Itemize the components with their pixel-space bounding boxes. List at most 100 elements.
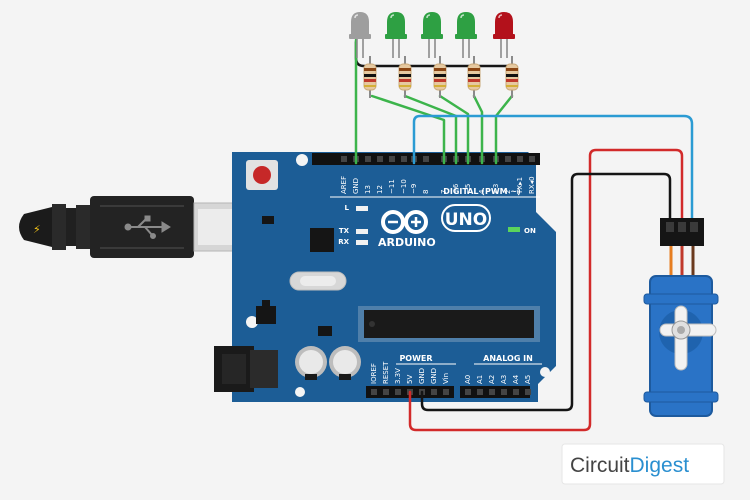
digital-pin-label: RX◂0 (528, 176, 536, 194)
power-pin-label: GND (418, 368, 426, 384)
digital-pin-label: TX▸1 (516, 177, 524, 195)
power-pin-label: GND (430, 368, 438, 384)
analog-pin-hole (465, 389, 471, 395)
label-on: ON (524, 227, 536, 235)
svg-text:CircuitDigest: CircuitDigest (570, 454, 689, 477)
model-text: UNO (445, 210, 487, 230)
wire-green-7 (370, 94, 446, 165)
digital-pin-hole (389, 156, 395, 162)
digital-pin-hole (529, 156, 535, 162)
power-title: POWER (399, 354, 432, 363)
led (349, 12, 371, 58)
led (493, 12, 515, 58)
digital-pin-hole (423, 156, 429, 162)
power-pin-label: IOREF (370, 363, 378, 384)
resistor (363, 56, 377, 98)
capacitor (295, 346, 327, 380)
power-pin-label: RESET (382, 361, 390, 384)
analog-pin-label: A3 (500, 375, 508, 384)
power-pin-label: Vin (442, 373, 450, 384)
digital-pin-label: AREF (340, 176, 348, 194)
mounting-hole (296, 154, 308, 166)
analog-pin-label: A5 (524, 375, 532, 384)
power-pin-label: 3.3V (394, 368, 402, 384)
analog-pin-label: A4 (512, 374, 520, 384)
digital-title: DIGITAL (PWM ~) (443, 187, 521, 196)
wire-blue-signal (412, 114, 694, 224)
usb-icon (124, 215, 171, 239)
digital-pin-label: GND (352, 178, 360, 194)
label-l: L (345, 204, 350, 212)
digital-pin-label: ~11 (388, 179, 396, 194)
brand-text: ARDUINO (378, 236, 436, 249)
digital-pin-label: ~6 (452, 183, 460, 194)
wire-black-gnd (420, 172, 672, 412)
analog-pin-hole (477, 389, 483, 395)
logo-part2: Digest (630, 454, 690, 477)
analog-pin-label: A1 (476, 375, 484, 384)
label-rx: RX (338, 238, 349, 246)
arduino-logo-icon (381, 210, 428, 234)
led-l (356, 206, 368, 211)
led (455, 12, 477, 58)
resistor (505, 56, 519, 98)
digital-pin-hole (505, 156, 511, 162)
power-pin-hole (395, 389, 401, 395)
power-pin-hole (431, 389, 437, 395)
usb-chip (310, 228, 334, 252)
power-pin-hole (371, 389, 377, 395)
power-pin-label: 5V (406, 375, 414, 384)
digital-pin-label: ~9 (410, 184, 418, 194)
led (385, 12, 407, 58)
analog-pin-label: A2 (488, 375, 496, 384)
digital-pin-label: 12 (376, 185, 384, 194)
wire-green-5 (438, 94, 470, 165)
regulator (256, 306, 276, 324)
digital-pin-hole (401, 156, 407, 162)
digital-pin-label: ~10 (400, 179, 408, 194)
logo-part1: Circuit (570, 454, 630, 477)
mounting-hole (540, 367, 550, 377)
led (421, 12, 443, 58)
digital-pin-hole (517, 156, 523, 162)
wire-led-ground-bus (354, 40, 510, 80)
digital-pin-label: 8 (422, 190, 430, 194)
power-pin-hole (443, 389, 449, 395)
digital-pin-label: 7 (440, 190, 448, 194)
capacitor (329, 346, 361, 380)
circuitdigest-logo: CircuitDigest (561, 443, 725, 485)
digital-pin-hole (341, 156, 347, 162)
led-rx (356, 240, 368, 245)
analog-pin-hole (489, 389, 495, 395)
digital-pin-label: ~3 (492, 184, 500, 194)
digital-pin-hole (377, 156, 383, 162)
resistor (398, 56, 412, 98)
label-tx: TX (339, 227, 350, 235)
reset-button (246, 160, 278, 190)
led-on (508, 227, 520, 232)
arduino-board: L TX RX ON ARDUINO UNO DIGITAL (PWM ~) P… (232, 152, 556, 402)
digital-pin-label: 13 (364, 185, 372, 194)
svg-text:⚡: ⚡ (33, 223, 41, 236)
digital-pin-label: 2 (504, 190, 512, 194)
digital-pin-hole (365, 156, 371, 162)
analog-title: ANALOG IN (483, 354, 533, 363)
analog-pin-label: A0 (464, 375, 472, 384)
analog-pin-hole (513, 389, 519, 395)
resistor (433, 56, 447, 98)
wire-red-5v (408, 148, 684, 432)
resistor (467, 56, 481, 98)
led-tx (356, 229, 368, 234)
wire-green-4 (472, 94, 484, 165)
mounting-hole (246, 316, 258, 328)
power-jack (214, 346, 278, 392)
analog-pin-hole (525, 389, 531, 395)
uno-badge (441, 204, 491, 232)
usb-cable: ⚡ (19, 196, 245, 258)
digital-pin-label: ~5 (464, 184, 472, 194)
analog-pin-hole (501, 389, 507, 395)
servo-motor (643, 218, 719, 417)
power-pin-hole (383, 389, 389, 395)
atmega-chip (358, 306, 540, 342)
